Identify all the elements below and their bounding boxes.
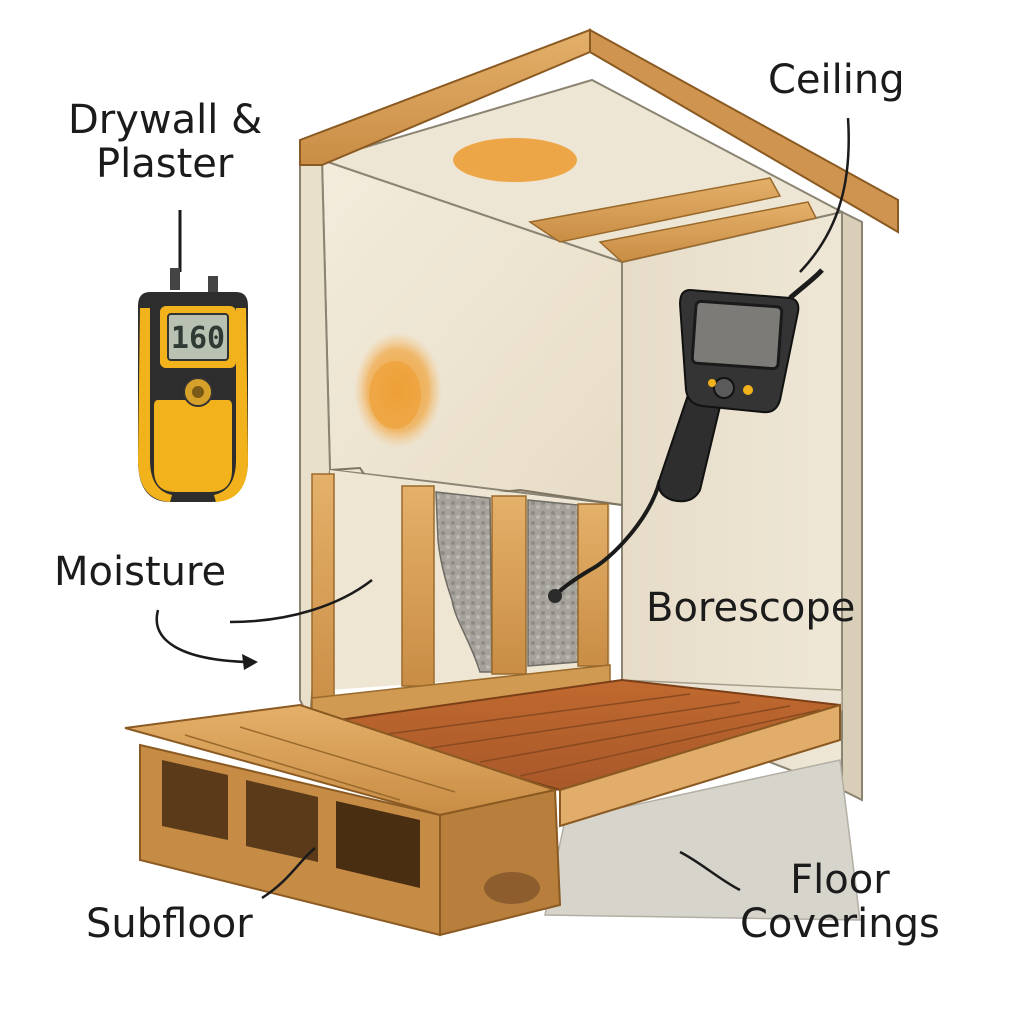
meter-reading: 160 [171,321,225,356]
label-floor-coverings: Floor Coverings [740,858,940,946]
subfloor-side [439,788,562,937]
moisture-arrowhead [242,654,258,670]
label-drywall-plaster: Drywall & Plaster [68,98,262,186]
joist-cavity-1 [162,760,228,840]
ceiling-leader-line [799,117,850,273]
stud-4 [577,503,609,667]
floor-board-line-4 [519,709,821,777]
ceiling-moisture-stain [453,138,577,182]
roof-frame-front [299,28,591,166]
joist-cavity-3 [336,801,420,888]
wall-moisture-stain-core [369,361,421,429]
floor-board-line-2 [429,701,741,749]
label-floor-line2: Coverings [740,901,940,947]
ceiling-panel [318,78,845,264]
stud-2 [401,485,435,687]
ceiling-joist-2 [598,201,818,263]
label-subfloor: Subfloor [86,901,253,947]
label-drywall-line2: Plaster [96,141,234,187]
stud-3 [491,495,527,675]
moisture-meter-icon: 160 [138,210,248,502]
subfloor-board-line-2 [239,726,456,793]
ceiling-joist-1 [528,177,782,243]
moisture-arrow-curve [155,609,249,664]
subfloor-board-line-1 [184,734,401,801]
label-drywall-line1: Drywall & [68,97,263,143]
subfloor-water-damage [484,872,540,904]
subfloor-leader-line [261,847,316,900]
floor-leader-line [679,850,741,892]
moisture-leader-line [229,579,373,624]
joist-cavity-2 [246,780,318,862]
roof-frame-side [589,28,899,234]
label-floor-line1: Floor [790,857,890,903]
floor-board-line-1 [379,693,691,736]
insulation-left [435,491,493,673]
label-borescope: Borescope [646,585,856,631]
label-ceiling: Ceiling [768,57,905,103]
floor-board-line-3 [479,705,791,763]
hardwood-floor-edge [559,703,841,828]
stud-1 [311,473,335,721]
right-wall-edge [841,210,863,802]
label-moisture: Moisture [54,549,227,595]
borescope-icon [548,268,824,603]
